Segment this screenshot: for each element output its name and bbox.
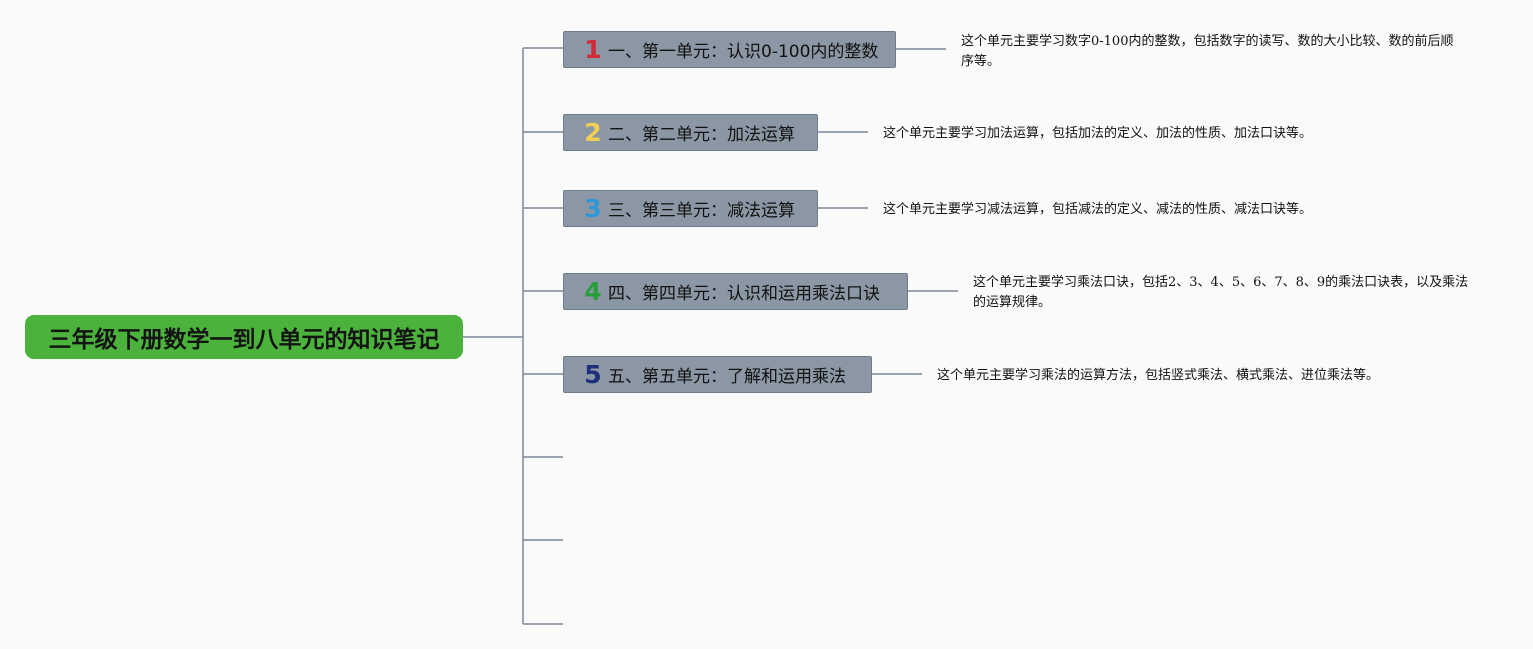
number-3-icon: 3 <box>584 193 602 223</box>
topic-label: 一、第一单元：认识0-100内的整数 <box>608 42 879 62</box>
root-topic-title: 三年级下册数学一到八单元的知识笔记 <box>48 327 440 353</box>
topic-label: 四、第四单元：认识和运用乘法口诀 <box>608 284 880 304</box>
topic-unit-1[interactable]: 1 一、第一单元：认识0-100内的整数 <box>563 31 896 68</box>
number-4-icon: 4 <box>584 276 602 306</box>
topic-unit-2[interactable]: 2 二、第二单元：加法运算 <box>563 114 818 151</box>
topic-unit-5[interactable]: 5 五、第五单元：了解和运用乘法 <box>563 356 872 393</box>
number-2-icon: 2 <box>584 117 602 147</box>
topic-note: 这个单元主要学习减法运算，包括减法的定义、减法的性质、减法口诀等。 <box>883 202 1313 217</box>
number-5-icon: 5 <box>584 359 602 389</box>
topic-note: 这个单元主要学习数字0-100内的整数，包括数字的读写、数的大小比较、数的前后顺… <box>961 34 1454 69</box>
topic-unit-3[interactable]: 3 三、第三单元：减法运算 <box>563 190 818 227</box>
topic-label: 五、第五单元：了解和运用乘法 <box>608 367 846 387</box>
topic-label: 三、第三单元：减法运算 <box>608 201 795 221</box>
topic-label: 二、第二单元：加法运算 <box>608 125 795 145</box>
topic-unit-4[interactable]: 4 四、第四单元：认识和运用乘法口诀 <box>563 273 908 310</box>
topic-note: 这个单元主要学习乘法口诀，包括2、3、4、5、6、7、8、9的乘法口诀表，以及乘… <box>973 275 1469 310</box>
number-1-icon: 1 <box>584 34 602 64</box>
topic-note: 这个单元主要学习加法运算，包括加法的定义、加法的性质、加法口诀等。 <box>883 126 1313 141</box>
topic-note: 这个单元主要学习乘法的运算方法，包括竖式乘法、横式乘法、进位乘法等。 <box>937 368 1380 383</box>
root-topic[interactable]: 三年级下册数学一到八单元的知识笔记 <box>25 315 463 359</box>
